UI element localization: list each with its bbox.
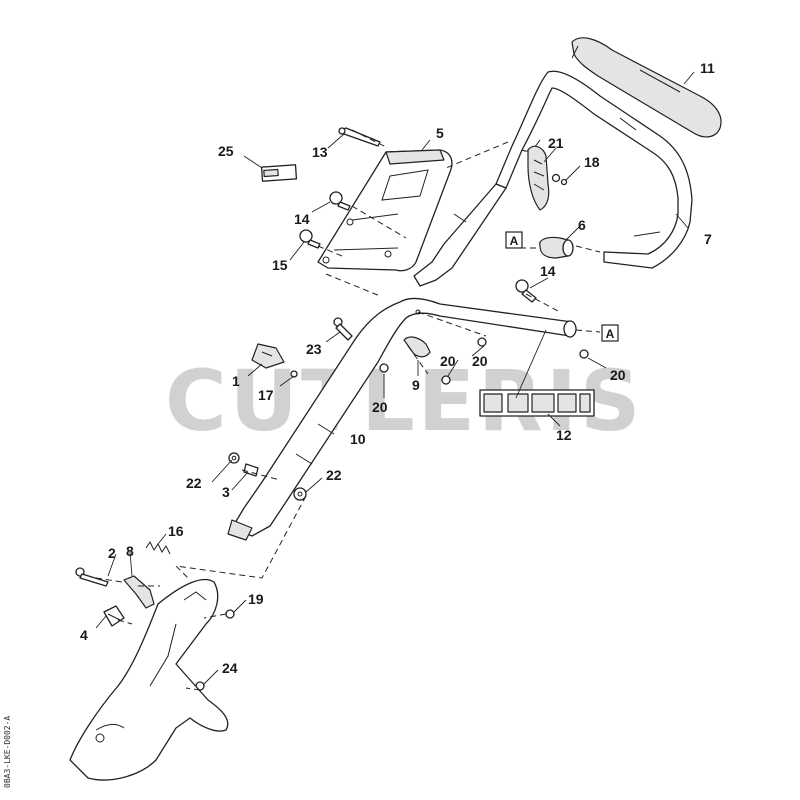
cable-lever-part[interactable] (527, 145, 550, 211)
upper-handle-bar-part[interactable] (495, 70, 693, 269)
reference-letter: A (510, 234, 519, 248)
callout-20-b[interactable]: 20 (440, 353, 456, 369)
nut-part-b[interactable] (441, 375, 451, 385)
nut-part-a[interactable] (379, 363, 389, 373)
callout-23[interactable]: 23 (306, 341, 322, 357)
callout-14-lower[interactable]: 14 (540, 263, 556, 279)
reference-marker-right: A (601, 324, 619, 342)
nut-part-c[interactable] (477, 337, 487, 347)
callout-1[interactable]: 1 (232, 373, 240, 389)
label-sticker-part[interactable] (260, 164, 298, 182)
nut-part-d[interactable] (579, 349, 589, 359)
handle-knob-screw-upper[interactable] (329, 191, 351, 211)
callout-15[interactable]: 15 (272, 257, 288, 273)
drawing-code: 0BA3-LKE-D002-A (3, 716, 12, 788)
bolt-part[interactable] (338, 127, 381, 147)
callout-18[interactable]: 18 (584, 154, 600, 170)
knob-bolt-part[interactable] (299, 229, 321, 249)
callout-19[interactable]: 19 (248, 591, 264, 607)
callout-20-a[interactable]: 20 (372, 399, 388, 415)
callout-17[interactable]: 17 (258, 387, 274, 403)
lever-bracket-part[interactable] (123, 575, 155, 609)
callout-13[interactable]: 13 (312, 144, 328, 160)
leader-lines (95, 71, 695, 685)
callout-labels: 11 5 13 25 21 18 14 6 7 15 14 23 20 20 1… (80, 60, 715, 676)
clip-screw-part[interactable] (290, 370, 298, 378)
reference-marker-left: A (505, 231, 523, 249)
callout-8[interactable]: 8 (126, 543, 134, 559)
callout-7[interactable]: 7 (704, 231, 712, 247)
callout-21[interactable]: 21 (548, 135, 564, 151)
callout-10[interactable]: 10 (350, 431, 366, 447)
callout-6[interactable]: 6 (578, 217, 586, 233)
callout-25[interactable]: 25 (218, 143, 234, 159)
callout-3[interactable]: 3 (222, 484, 230, 500)
washer-part-lower[interactable] (293, 487, 307, 501)
handle-bolt-part[interactable] (333, 317, 353, 341)
assembly-lines (95, 129, 601, 691)
height-adjuster-part[interactable] (103, 605, 125, 627)
callout-2[interactable]: 2 (108, 545, 116, 561)
callout-12[interactable]: 12 (556, 427, 572, 443)
handle-grip-part[interactable] (571, 37, 722, 138)
cable-guide-clip-part[interactable] (251, 343, 285, 369)
callout-20-c[interactable]: 20 (472, 353, 488, 369)
screw-part[interactable] (551, 173, 568, 186)
reference-letter: A (606, 327, 615, 341)
tube-clamp-part[interactable] (403, 336, 431, 358)
callout-4[interactable]: 4 (80, 627, 88, 643)
callout-22-left[interactable]: 22 (186, 475, 202, 491)
handle-mount-housing (69, 578, 229, 781)
callout-9[interactable]: 9 (412, 377, 420, 393)
callout-14-upper[interactable]: 14 (294, 211, 310, 227)
instruction-decal-part[interactable] (479, 389, 595, 417)
locknut-part-19[interactable] (225, 609, 235, 619)
callout-16[interactable]: 16 (168, 523, 184, 539)
control-cover-part[interactable] (317, 149, 453, 272)
callout-20-d[interactable]: 20 (610, 367, 626, 383)
lower-handle-tube-part[interactable] (227, 297, 577, 541)
handle-knob-part[interactable] (539, 236, 574, 259)
pivot-bolt-part[interactable] (75, 567, 109, 587)
callout-5[interactable]: 5 (436, 125, 444, 141)
callout-22-right[interactable]: 22 (326, 467, 342, 483)
upper-handle-tube-part[interactable] (413, 183, 507, 287)
callout-11[interactable]: 11 (700, 60, 715, 76)
handle-knob-screw-lower[interactable] (515, 279, 537, 303)
callout-24[interactable]: 24 (222, 660, 238, 676)
